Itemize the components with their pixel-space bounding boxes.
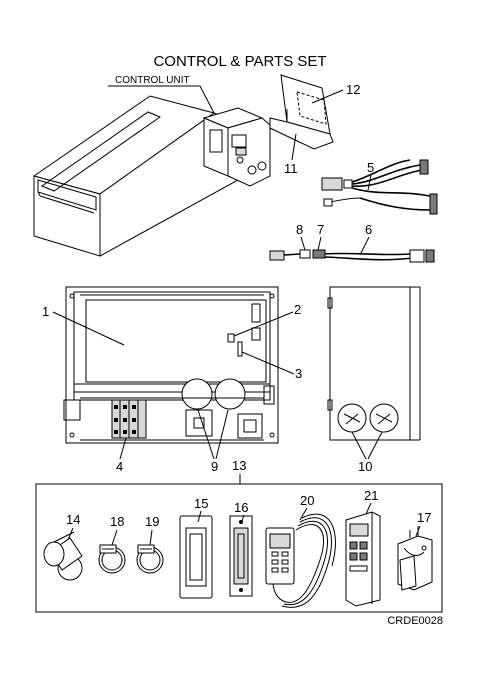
parts-set-frame — [35, 483, 443, 613]
label-15: 15 — [194, 496, 208, 511]
drawing-code: CRDE0028 — [387, 615, 443, 627]
part-14-drawing — [43, 531, 83, 581]
label-20: 20 — [300, 493, 314, 508]
part-5-harness-drawing — [321, 159, 438, 215]
label-14: 14 — [66, 512, 80, 527]
label-1: 1 — [42, 304, 49, 319]
label-11: 11 — [284, 161, 298, 176]
label-18: 18 — [110, 514, 124, 529]
part-20-drawing — [265, 513, 336, 608]
label-17: 17 — [417, 510, 431, 525]
label-13: 13 — [232, 458, 246, 473]
label-10: 10 — [358, 459, 372, 474]
control-box-side-drawing — [327, 286, 421, 441]
label-6: 6 — [365, 222, 372, 237]
label-4: 4 — [116, 459, 123, 474]
label-16: 16 — [234, 500, 248, 515]
part-21-drawing — [345, 511, 381, 607]
part-15-drawing — [179, 515, 213, 599]
part-6-7-8-cable-drawing — [269, 249, 435, 263]
diagram-title: CONTROL & PARTS SET — [153, 53, 326, 70]
label-3: 3 — [295, 366, 302, 381]
control-unit-leader — [108, 85, 215, 114]
part-17-drawing — [397, 526, 433, 591]
label-8: 8 — [296, 222, 303, 237]
part-16-drawing — [229, 515, 253, 597]
part-11-12-drawing — [269, 74, 334, 150]
control-box-front-drawing — [63, 286, 279, 444]
label-7: 7 — [317, 222, 324, 237]
label-9: 9 — [211, 459, 218, 474]
control-unit-label: CONTROL UNIT — [115, 75, 190, 86]
label-21: 21 — [364, 488, 378, 503]
label-2: 2 — [294, 302, 301, 317]
part-19-drawing — [136, 544, 164, 574]
label-5: 5 — [367, 160, 374, 175]
label-12: 12 — [346, 82, 360, 97]
part-18-drawing — [98, 544, 126, 574]
indoor-unit-drawing — [32, 95, 271, 257]
label-19: 19 — [145, 514, 159, 529]
